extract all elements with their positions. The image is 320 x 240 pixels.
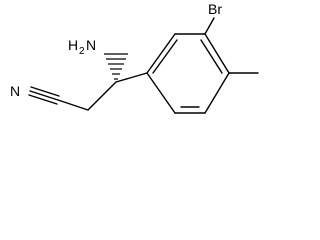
amine-n-label: N bbox=[86, 37, 96, 53]
bonds bbox=[28, 17, 259, 114]
bond-triple-3 bbox=[28, 94, 58, 105]
bromine-label: Br bbox=[208, 1, 222, 17]
bond-triple-1 bbox=[29, 90, 59, 101]
bond-ring-c4-c5 bbox=[204, 33, 230, 74]
bond-c1-c2 bbox=[115, 72, 148, 83]
nitrile-n-label: N bbox=[10, 83, 20, 99]
bond-ring-c2-c3 bbox=[146, 33, 176, 74]
bond-ch2-cn bbox=[57, 99, 89, 111]
bond-c1-ch2 bbox=[87, 81, 117, 111]
chemical-structure: H 2 N N Br bbox=[10, 1, 259, 114]
bond-ring-c5-c6 bbox=[204, 72, 230, 114]
bond-ring-c7-c2 bbox=[146, 72, 176, 114]
bond-triple-2 bbox=[30, 86, 60, 97]
stereo-hash-bond bbox=[104, 53, 128, 80]
bond-ring-double-1 bbox=[152, 39, 178, 74]
atom-labels: H 2 N N Br bbox=[10, 1, 222, 99]
bond-c4-br bbox=[204, 17, 215, 35]
amine-h-label: H bbox=[68, 37, 78, 53]
bond-ring-double-2 bbox=[200, 39, 223, 74]
amine-sub-label: 2 bbox=[79, 46, 85, 57]
